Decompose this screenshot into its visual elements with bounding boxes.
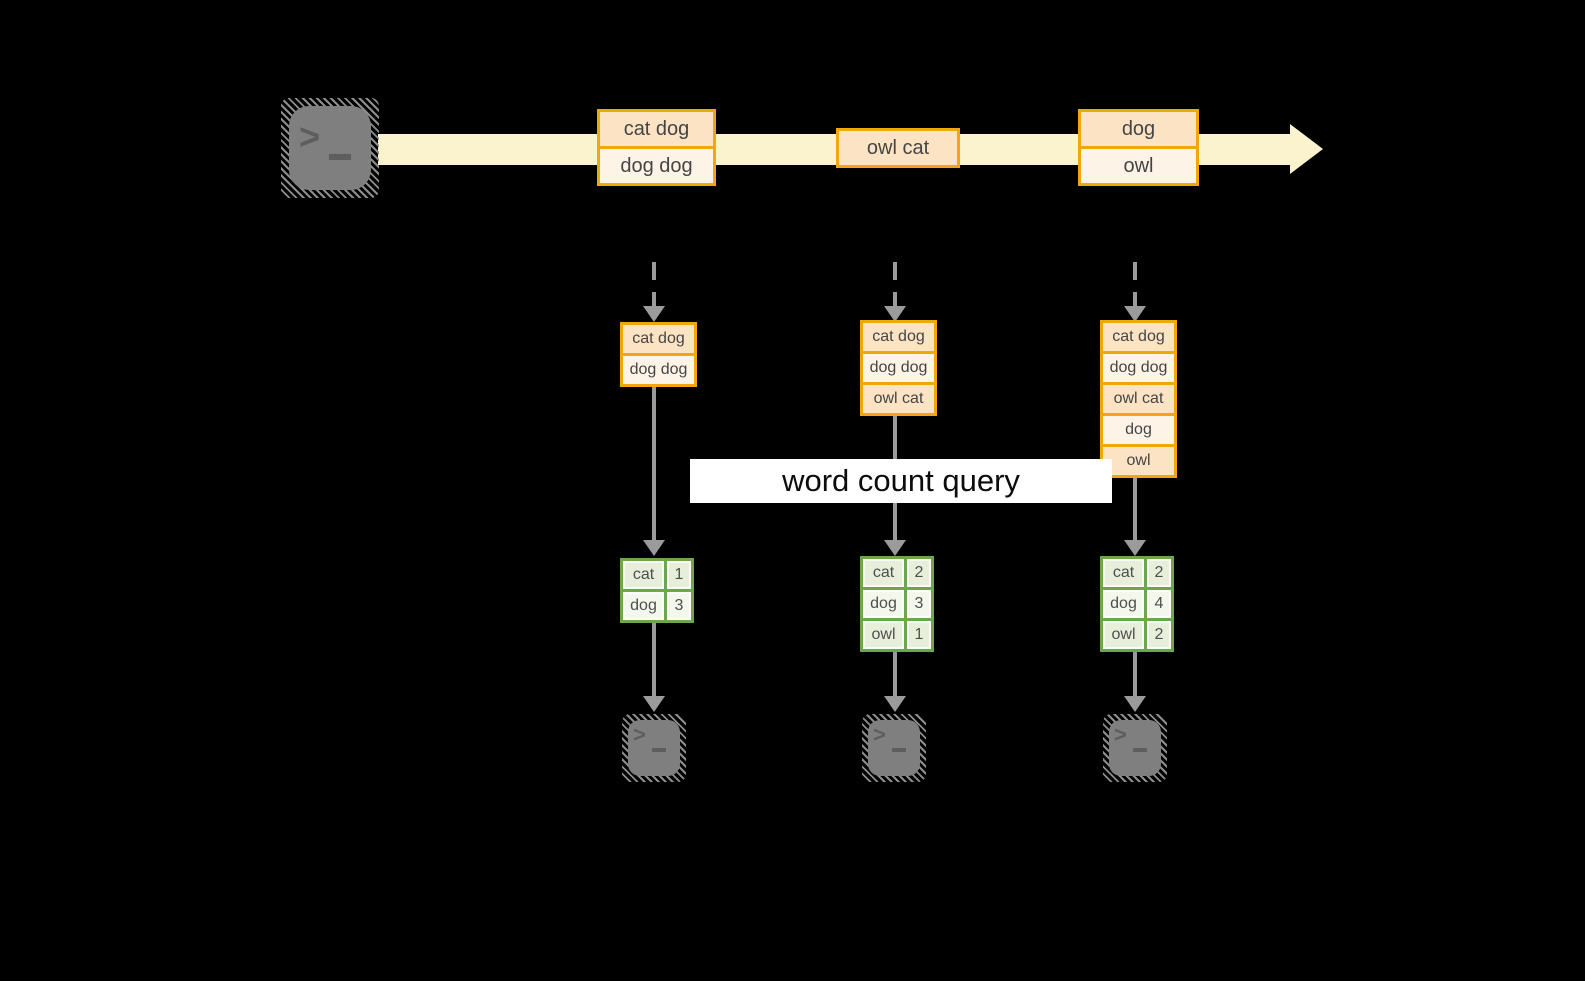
result-row: dog 3 (863, 590, 931, 618)
result-row: dog 4 (1103, 590, 1171, 618)
batch-row: owl cat (863, 385, 934, 413)
result-word: cat (623, 561, 664, 589)
result-count: 1 (907, 621, 931, 649)
terminal-icon: > (281, 98, 379, 198)
result-row: owl 2 (1103, 621, 1171, 649)
prompt-icon: > (1114, 722, 1127, 747)
stream-event-line: dog dog (600, 149, 713, 183)
prompt-icon: > (299, 116, 321, 157)
output-arrow-2 (893, 652, 897, 696)
query-arrowhead-1 (643, 540, 665, 556)
result-row: cat 1 (623, 561, 691, 589)
batch-row: dog dog (623, 356, 694, 384)
sink-terminal-icon-1: > (622, 714, 686, 782)
trigger-arrow-2 (893, 262, 897, 306)
result-count: 3 (667, 592, 691, 620)
batch-row: dog dog (1103, 354, 1174, 382)
result-count: 2 (907, 559, 931, 587)
sink-terminal-icon-3: > (1103, 714, 1167, 782)
input-batch-1: cat dog dog dog (620, 322, 697, 387)
batch-row: cat dog (623, 325, 694, 353)
batch-row: cat dog (1103, 323, 1174, 351)
result-count: 3 (907, 590, 931, 618)
batch-row: owl cat (1103, 385, 1174, 413)
cursor-icon (329, 154, 351, 160)
output-arrowhead-3 (1124, 696, 1146, 712)
result-word: cat (863, 559, 904, 587)
input-batch-2: cat dog dog dog owl cat (860, 320, 937, 416)
result-word: owl (863, 621, 904, 649)
output-arrow-3 (1133, 652, 1137, 696)
cursor-icon (1133, 748, 1147, 752)
cursor-icon (652, 748, 666, 752)
query-arrow-1 (652, 387, 656, 540)
stream-event-line: owl (1081, 149, 1196, 183)
result-row: owl 1 (863, 621, 931, 649)
output-arrowhead-1 (643, 696, 665, 712)
result-row: cat 2 (863, 559, 931, 587)
batch-row: cat dog (863, 323, 934, 351)
output-arrow-1 (652, 623, 656, 696)
result-word: dog (863, 590, 904, 618)
result-count: 2 (1147, 621, 1171, 649)
batch-row: dog dog (863, 354, 934, 382)
trigger-arrowhead-3 (1124, 306, 1146, 322)
query-arrowhead-3 (1124, 540, 1146, 556)
stream-arrowhead (1290, 124, 1323, 174)
result-count: 2 (1147, 559, 1171, 587)
query-arrow-3 (1133, 478, 1137, 540)
sink-terminal-icon-2: > (862, 714, 926, 782)
batch-row: owl (1103, 447, 1174, 475)
stream-event-line: owl cat (839, 131, 957, 165)
result-count: 1 (667, 561, 691, 589)
stream-event-box-2: owl cat (836, 128, 960, 168)
stream-event-line: dog (1081, 112, 1196, 146)
cursor-icon (892, 748, 906, 752)
result-row: dog 3 (623, 592, 691, 620)
trigger-arrowhead-1 (643, 306, 665, 322)
terminal-body (289, 106, 371, 190)
trigger-arrowhead-2 (884, 306, 906, 322)
word-count-query-label: word count query (690, 459, 1112, 503)
input-batch-3: cat dog dog dog owl cat dog owl (1100, 320, 1177, 478)
result-table-2: cat 2 dog 3 owl 1 (860, 556, 934, 652)
result-table-3: cat 2 dog 4 owl 2 (1100, 556, 1174, 652)
result-table-1: cat 1 dog 3 (620, 558, 694, 623)
stream-event-box-1: cat dog dog dog (597, 109, 716, 186)
prompt-icon: > (873, 722, 886, 747)
stream-event-box-3: dog owl (1078, 109, 1199, 186)
trigger-arrow-1 (652, 262, 656, 306)
result-word: owl (1103, 621, 1144, 649)
query-arrowhead-2 (884, 540, 906, 556)
result-row: cat 2 (1103, 559, 1171, 587)
result-word: cat (1103, 559, 1144, 587)
stream-event-line: cat dog (600, 112, 713, 146)
result-word: dog (623, 592, 664, 620)
output-arrowhead-2 (884, 696, 906, 712)
trigger-arrow-3 (1133, 262, 1137, 306)
batch-row: dog (1103, 416, 1174, 444)
result-word: dog (1103, 590, 1144, 618)
result-count: 4 (1147, 590, 1171, 618)
prompt-icon: > (633, 722, 646, 747)
